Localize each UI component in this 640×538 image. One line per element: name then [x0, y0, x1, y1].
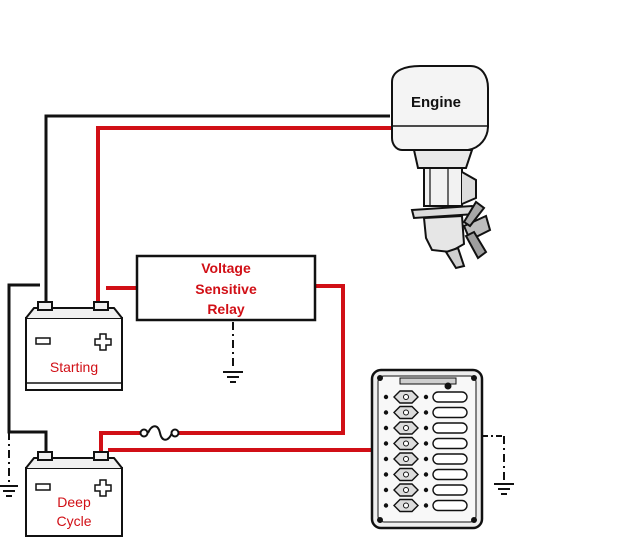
indicator-dot — [423, 456, 429, 462]
indicator-dot — [423, 441, 429, 446]
breaker-center — [403, 487, 409, 493]
breaker-center — [403, 471, 409, 478]
battery-minus-icon — [35, 337, 51, 345]
outboard-engine-icon — [391, 65, 492, 270]
relay-label-line2: Sensitive — [195, 281, 257, 297]
indicator-dot — [383, 503, 389, 508]
switch-panel-rows — [383, 390, 468, 513]
switch-panel-icon — [370, 368, 484, 530]
panel-switch-row — [383, 390, 468, 404]
indicator-dot — [423, 472, 429, 477]
indicator-dot — [383, 394, 389, 400]
relay-box — [135, 254, 317, 322]
deep-cycle-plus-icon — [94, 479, 112, 497]
relay-to-fuse-wire — [178, 284, 345, 435]
switch-toggle — [432, 391, 468, 403]
indicator-dot — [383, 487, 389, 493]
deep-cycle-label-line2: Cycle — [56, 513, 91, 529]
breaker-center — [403, 440, 409, 447]
switch-toggle — [432, 437, 468, 450]
indicator-dot — [423, 394, 429, 400]
indicator-dot — [383, 441, 389, 446]
battery-plus-icon — [94, 333, 112, 351]
indicator-dot — [383, 425, 389, 431]
relay-label-line3: Relay — [207, 301, 245, 317]
indicator-dot — [383, 410, 389, 415]
panel-switch-row — [383, 421, 468, 435]
engine-negative-wire — [44, 114, 390, 305]
battery-ground-symbol-icon — [0, 432, 18, 497]
fuse-icon — [139, 425, 180, 441]
indicator-dot — [423, 487, 429, 493]
relay-label-line1: Voltage — [201, 260, 251, 276]
engine-label: Engine — [411, 94, 461, 111]
breaker-center — [403, 456, 409, 462]
switch-toggle — [432, 484, 468, 496]
switch-toggle — [432, 406, 468, 419]
panel-switch-row — [383, 405, 468, 420]
panel-switch-row — [383, 452, 468, 466]
panel-switch-row — [383, 483, 468, 497]
deep-cycle-label-line1: Deep — [57, 494, 91, 510]
indicator-dot — [383, 472, 389, 477]
indicator-dot — [383, 456, 389, 462]
switch-toggle — [432, 499, 468, 512]
switch-toggle — [432, 422, 468, 434]
breaker-center — [403, 409, 409, 416]
breaker-center — [403, 425, 409, 431]
breaker-center — [403, 502, 409, 509]
panel-ground-symbol-icon — [482, 435, 514, 495]
panel-switch-row — [383, 436, 468, 451]
starting-battery-icon — [25, 301, 123, 391]
indicator-dot — [423, 425, 429, 431]
fuse-to-deep-cycle-wire — [99, 431, 140, 455]
indicator-dot — [423, 410, 429, 415]
switch-toggle — [432, 468, 468, 481]
positive-wires — [96, 126, 392, 455]
panel-switch-row — [383, 498, 468, 513]
panel-switch-row — [383, 467, 468, 482]
indicator-dot — [423, 503, 429, 508]
starting-battery-label: Starting — [50, 359, 98, 375]
switch-toggle — [432, 453, 468, 465]
engine-positive-wire — [96, 126, 392, 305]
deep-cycle-minus-icon — [35, 483, 51, 491]
relay-ground-symbol-icon — [223, 322, 243, 383]
breaker-center — [403, 394, 409, 400]
